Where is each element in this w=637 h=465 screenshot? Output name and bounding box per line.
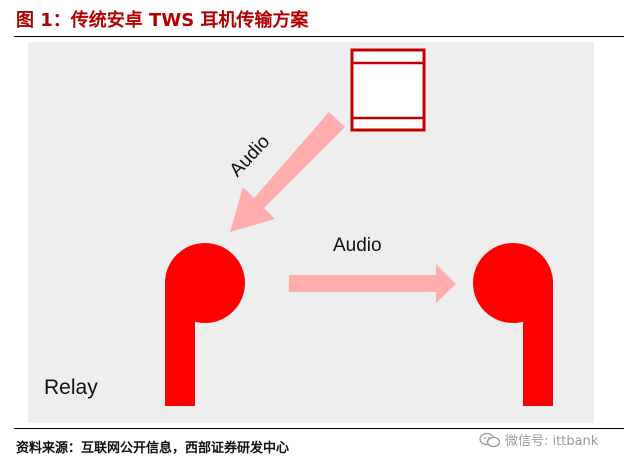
top-divider <box>14 36 624 37</box>
relay-label: Relay <box>44 376 98 399</box>
horizontal-audio-label: Audio <box>333 235 382 256</box>
secondary-earbud <box>473 243 553 406</box>
secondary-earbud-head <box>473 243 553 323</box>
horizontal-audio-arrow <box>289 264 456 303</box>
diagonal-audio-label: Audio <box>226 131 275 181</box>
diagram-panel <box>28 42 594 423</box>
wechat-watermark: 微信号: ittbank <box>479 430 598 449</box>
source-note: 资料来源：互联网公开信息，西部证券研发中心 <box>16 441 290 456</box>
watermark-text: 微信号: ittbank <box>505 434 599 449</box>
primary-earbud-head <box>165 243 245 323</box>
figure-title: 图 1：传统安卓 TWS 耳机传输方案 <box>16 10 309 31</box>
diagonal-audio-arrow <box>230 112 345 232</box>
wechat-icon <box>479 432 501 447</box>
phone-device <box>350 48 426 132</box>
primary-earbud <box>165 243 245 406</box>
bottom-divider <box>14 428 624 429</box>
